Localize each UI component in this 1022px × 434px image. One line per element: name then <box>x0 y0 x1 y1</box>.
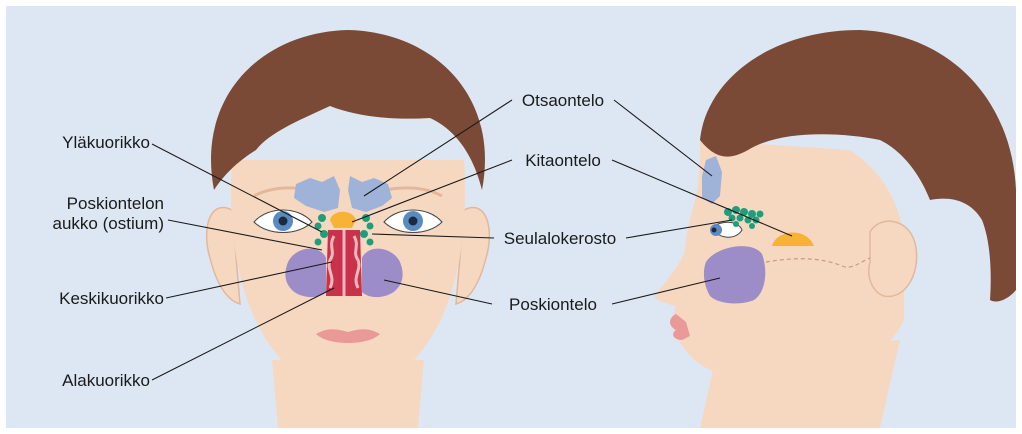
label-poskiontelon-aukko-line2: aukko (ostium) <box>53 214 164 233</box>
label-kitaontelo: Kitaontelo <box>525 151 601 170</box>
side-maxillary-sinus <box>704 246 765 303</box>
label-otsaontelo: Otsaontelo <box>522 91 604 110</box>
label-seulalokerosto: Seulalokerosto <box>504 229 616 248</box>
label-alakuorikko: Alakuorikko <box>62 371 150 390</box>
label-poskiontelon-aukko-line1: Poskiontelon <box>67 194 164 213</box>
label-poskiontelo: Poskiontelo <box>509 295 597 314</box>
label-keskikuorikko: Keskikuorikko <box>59 289 164 308</box>
label-ylakuorikko: Yläkuorikko <box>62 133 150 152</box>
